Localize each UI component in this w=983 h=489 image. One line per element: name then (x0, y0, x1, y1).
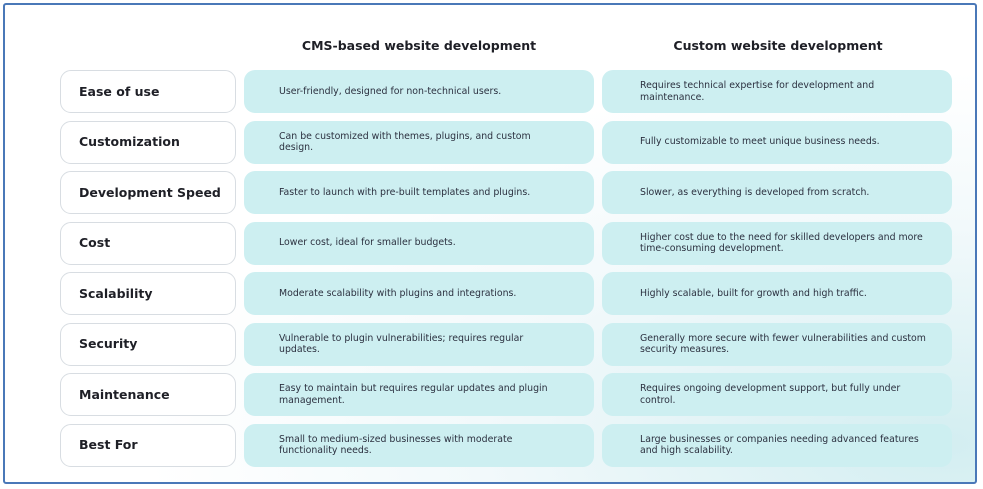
cms-cell: Small to medium-sized businesses with mo… (244, 423, 594, 467)
row-label: Scalability (60, 272, 236, 315)
cms-cell: Vulnerable to plugin vulnerabilities; re… (244, 322, 594, 366)
custom-cell: Fully customizable to meet unique busine… (602, 120, 952, 164)
cms-cell: User-friendly, designed for non-technica… (244, 70, 594, 113)
comparison-table: CMS-based website development Custom web… (3, 3, 977, 484)
cms-cell: Faster to launch with pre-built template… (244, 171, 594, 214)
row-label: Customization (60, 120, 236, 164)
row-label: Development Speed (60, 171, 236, 214)
custom-cell: Requires ongoing development support, bu… (602, 373, 952, 416)
row-label: Cost (60, 221, 236, 265)
column-header-cms: CMS-based website development (301, 38, 537, 53)
custom-cell: Large businesses or companies needing ad… (602, 423, 952, 467)
row-label: Ease of use (60, 70, 236, 113)
row-label: Security (60, 322, 236, 366)
custom-cell: Higher cost due to the need for skilled … (602, 221, 952, 265)
custom-cell: Highly scalable, built for growth and hi… (602, 272, 952, 315)
custom-cell: Requires technical expertise for develop… (602, 70, 952, 113)
column-header-custom: Custom website development (673, 38, 883, 53)
cms-cell: Easy to maintain but requires regular up… (244, 373, 594, 416)
cms-cell: Can be customized with themes, plugins, … (244, 120, 594, 164)
custom-cell: Generally more secure with fewer vulnera… (602, 322, 952, 366)
row-label: Best For (60, 423, 236, 467)
custom-cell: Slower, as everything is developed from … (602, 171, 952, 214)
cms-cell: Lower cost, ideal for smaller budgets. (244, 221, 594, 265)
row-label: Maintenance (60, 373, 236, 416)
cms-cell: Moderate scalability with plugins and in… (244, 272, 594, 315)
